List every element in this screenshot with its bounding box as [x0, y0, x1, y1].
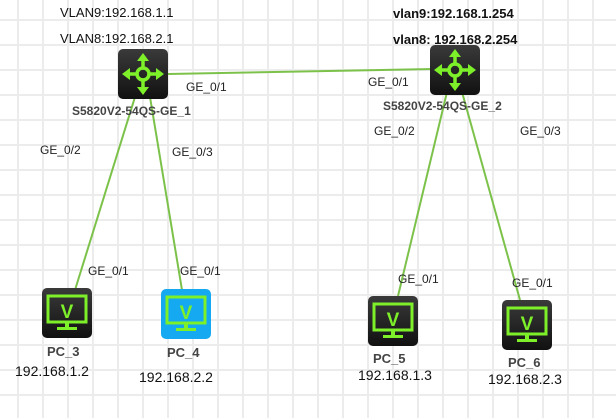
pc6-name: PC_6 [508, 355, 541, 370]
sw1-port-ge03: GE_0/3 [172, 145, 213, 159]
pc6-ip: 192.168.2.3 [488, 371, 562, 387]
pc-pc5[interactable]: V [368, 296, 418, 346]
pc-pc4[interactable]: V [161, 289, 211, 339]
pc5-port: GE_0/1 [398, 272, 439, 286]
sw2-name: S5820V2-54QS-GE_2 [383, 99, 502, 113]
sw1-port-ge02: GE_0/2 [40, 143, 81, 157]
sw2-vlan9-label: vlan9:192.168.1.254 [393, 6, 514, 21]
pc-pc6[interactable]: V [502, 300, 552, 350]
link-sw2-pc6[interactable] [461, 91, 521, 301]
link-sw2-pc5[interactable] [397, 91, 448, 297]
sw2-vlan8-label: vlan8: 192.168.2.254 [393, 32, 518, 47]
monitor-icon: V [506, 306, 548, 342]
monitor-icon: V [372, 302, 414, 338]
pc4-name: PC_4 [167, 345, 200, 360]
link-sw1-sw2[interactable] [167, 68, 434, 75]
pc5-name: PC_5 [373, 351, 406, 366]
svg-text:V: V [521, 314, 534, 335]
switch-sw1[interactable] [118, 49, 168, 99]
sw2-port-ge01: GE_0/1 [368, 75, 409, 89]
sw2-port-ge02: GE_0/2 [374, 124, 415, 138]
svg-text:V: V [61, 302, 74, 323]
router-arrows-icon [434, 49, 476, 91]
svg-text:V: V [180, 303, 193, 324]
pc3-ip: 192.168.1.2 [15, 363, 89, 379]
pc4-port: GE_0/1 [180, 264, 221, 278]
pc3-name: PC_3 [47, 344, 80, 359]
sw1-vlan9-label: VLAN9:192.168.1.1 [60, 5, 174, 20]
monitor-icon: V [165, 295, 207, 331]
link-sw1-pc3[interactable] [74, 96, 136, 291]
sw1-port-ge01: GE_0/1 [186, 80, 227, 94]
pc6-port: GE_0/1 [512, 276, 553, 290]
pc-pc3[interactable]: V [42, 288, 92, 338]
switch-sw2[interactable] [430, 45, 480, 95]
sw2-port-ge03: GE_0/3 [520, 124, 561, 138]
router-arrows-icon [122, 53, 164, 95]
pc5-ip: 192.168.1.3 [358, 367, 432, 383]
monitor-icon: V [46, 294, 88, 330]
link-sw1-pc4[interactable] [149, 96, 183, 291]
pc3-port: GE_0/1 [88, 264, 129, 278]
sw1-vlan8-label: VLAN8:192.168.2.1 [60, 31, 174, 46]
pc4-ip: 192.168.2.2 [139, 369, 213, 385]
sw1-name: S5820V2-54QS-GE_1 [72, 104, 191, 118]
svg-text:V: V [387, 310, 400, 331]
